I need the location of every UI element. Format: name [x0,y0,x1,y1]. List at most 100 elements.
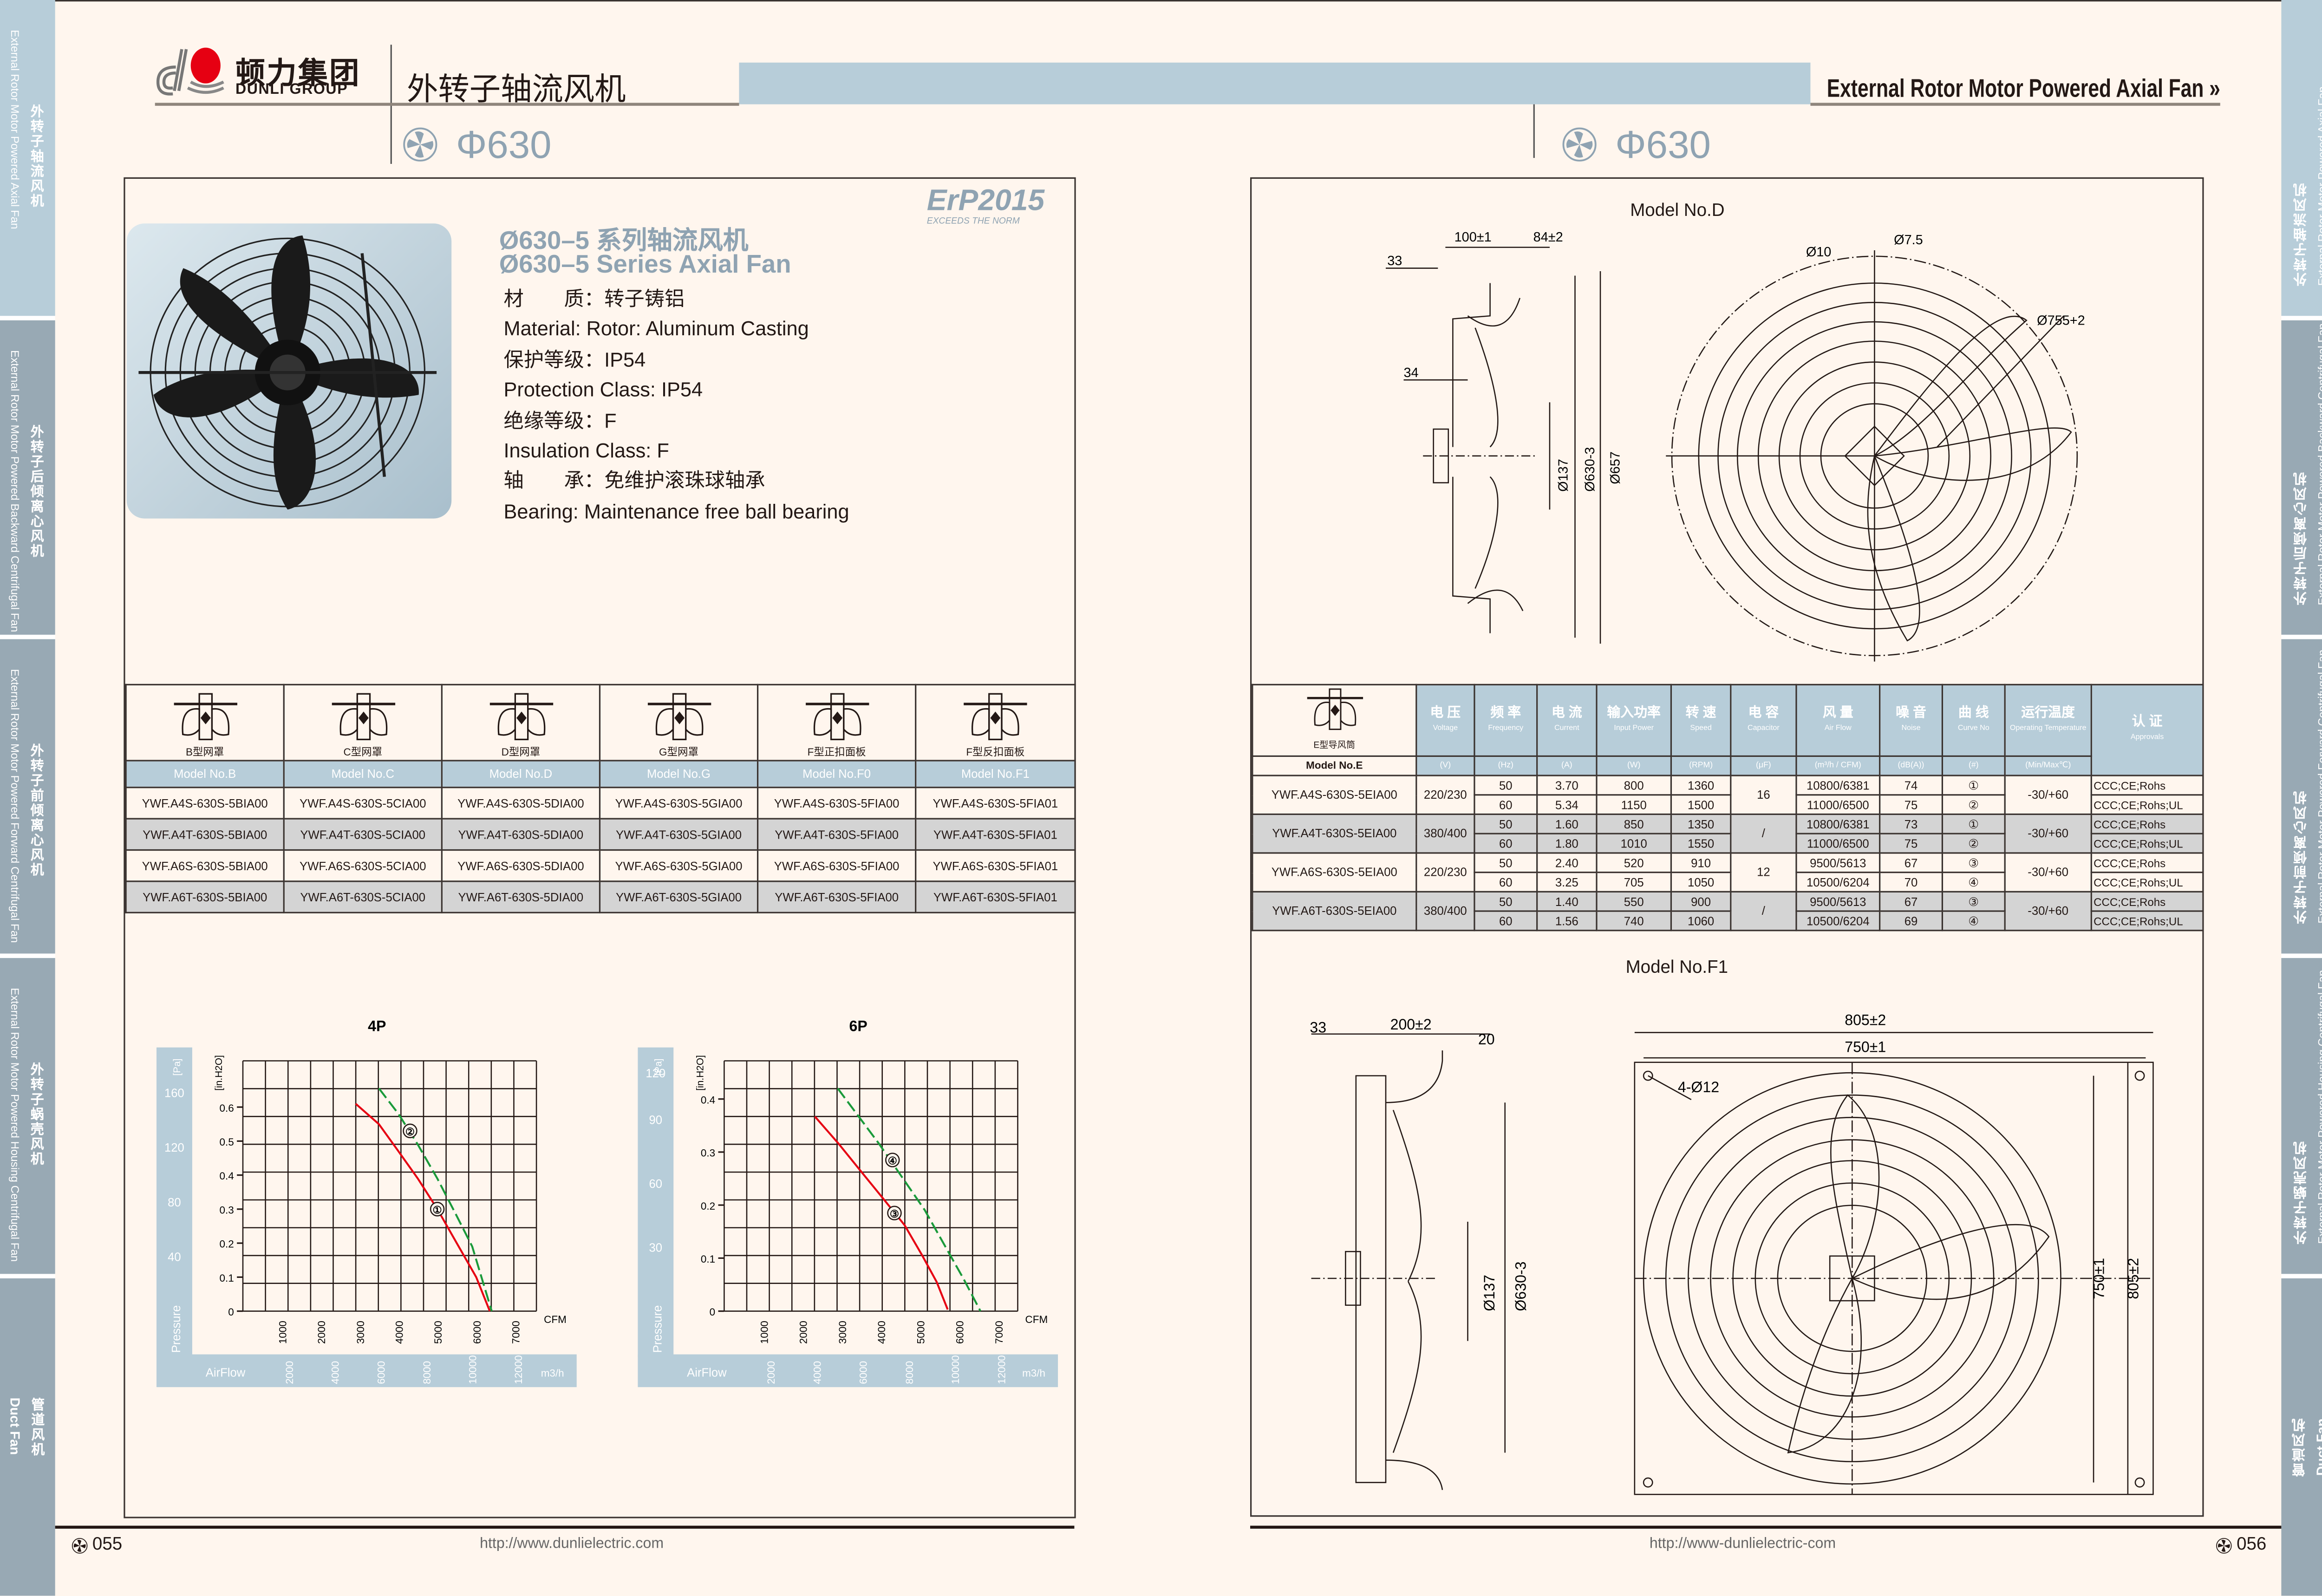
tab-label-cn: 外转子前倾离心风机 [29,743,44,878]
model-cell: YWF.A6S-630S-5EIA00 [1252,852,1417,892]
m3h-tick-label: 2000 [765,1361,777,1384]
m3h-tick-label: 10000 [467,1355,478,1384]
curve-cell: ① [1941,813,2006,834]
website-link-left[interactable]: http://www.dunlielectric.com [480,1536,664,1553]
sidebar-tab-housing-centrifugal[interactable]: External Rotor Motor Powered Housing Cen… [2281,958,2322,1274]
y-tick-label: 0.1 [220,1272,234,1284]
tab-label-en: Duct Fan [2314,1419,2322,1477]
airflow-cell: 9500/5613 [1795,891,1881,912]
dim-33: 33 [1310,1019,1326,1036]
frequency-cell: 50 [1474,852,1538,873]
column-unit: (#) [1941,755,2006,776]
sidebar-tab-housing-centrifugal[interactable]: External Rotor Motor Powered Housing Cen… [0,958,55,1274]
model-cell: YWF.A4S-630S-5EIA00 [1252,775,1417,815]
airflow-cell: 10500/6204 [1795,910,1881,932]
approvals-cell: CCC;CE;Rohs;UL [2090,833,2204,854]
x-tick-label: 4000 [394,1321,405,1344]
variant-label: D型网罩 [501,748,541,759]
m3h-tick-label: 12000 [513,1355,524,1384]
model-number-cell: YWF.A4S-630S-5FIA01 [915,787,1076,820]
sidebar-tab-backward-centrifugal[interactable]: External Rotor Motor Powered Backward Ce… [2281,320,2322,635]
speed-cell: 1500 [1670,794,1732,815]
tab-label-cn: 管道风机 [2291,1417,2307,1477]
variant-icon-cell: B型网罩 [125,684,285,762]
airflow-cell: 9500/5613 [1795,852,1881,873]
airflow-label: AirFlow [206,1367,246,1380]
current-cell: 1.56 [1536,910,1598,932]
column-unit: (Min/Max℃) [2004,755,2092,776]
spec-material-en: Material: Rotor: Aluminum Casting [503,318,809,340]
dim-200: 200±2 [1390,1016,1432,1033]
page-number-left: 055 [92,1533,123,1554]
erp-badge-sub: EXCEEDS THE NORM [926,217,1020,227]
page-number-right: 056 [2237,1533,2267,1554]
voltage-cell: 220/230 [1415,775,1475,815]
variant-icon-cell: D型网罩 [441,684,601,762]
pressure-axis-band [638,1047,674,1358]
power-cell: 740 [1596,910,1672,932]
drawing-f1-title: Model No.F1 [1625,956,1728,977]
spec-protection-en: Protection Class: IP54 [503,378,703,401]
x-tick-label: 5000 [432,1321,444,1344]
temperature-cell: -30/+60 [2004,852,2092,892]
tab-label-en: External Rotor Motor Powered Backward Ce… [8,350,22,632]
dim-630: Ø630-3 [1583,447,1598,492]
model-cell: YWF.A6T-630S-5EIA00 [1252,891,1417,932]
sidebar-tab-backward-centrifugal[interactable]: External Rotor Motor Powered Backward Ce… [0,320,55,635]
sidebar-tab-duct-fan[interactable]: Duct Fan 管道风机 [2281,1278,2322,1596]
sidebar-tab-forward-centrifugal[interactable]: External Rotor Motor Powered Forward Cen… [0,639,55,954]
tab-label-cn: 外转子后倾离心风机 [2292,470,2308,605]
x-tick-label: 1000 [277,1321,288,1344]
column-header-en: Speed [1690,723,1712,733]
curve-label: ④ [888,1155,897,1167]
approvals-cell: CCC;CE;Rohs;UL [2090,794,2204,815]
approvals-cell: CCC;CE;Rohs [2090,775,2204,796]
spec-bearing-en: Bearing: Maintenance free ball bearing [503,500,849,523]
variant-label: C型网罩 [343,748,383,759]
current-cell: 1.60 [1536,813,1598,834]
current-cell: 1.80 [1536,833,1598,854]
airflow-unit: m3/h [1022,1368,1045,1379]
voltage-cell: 380/400 [1415,891,1475,932]
current-cell: 5.34 [1536,794,1598,815]
spec-material-cn: 材 质：转子铸铝 [503,287,685,310]
fan-icon [402,127,438,163]
airflow-cell: 10500/6204 [1795,872,1881,892]
model-number-cell: YWF.A4T-630S-5BIA00 [125,818,285,851]
series-title-en: Ø630–5 Series Axial Fan [499,250,791,279]
model-number-cell: YWF.A6T-630S-5CIA00 [283,880,443,913]
top-border [55,0,2282,2]
model-number-cell: YWF.A6T-630S-5FIA00 [757,880,917,913]
curve-cell: ① [1941,775,2006,796]
model-number-cell: YWF.A6T-630S-5BIA00 [125,880,285,913]
pa-tick-label: 90 [649,1114,663,1127]
x-tick-label: 6000 [471,1321,483,1344]
noise-cell: 70 [1879,872,1944,892]
variant-header: Model No.F1 [915,760,1076,788]
column-header-cn: 曲 线 [1958,704,1989,719]
curve-marker [887,1205,902,1221]
frequency-cell: 60 [1474,872,1538,892]
website-link-right[interactable]: http://www-dunlielectric-com [1649,1536,1836,1553]
dim-805-width: 805±2 [1845,1012,1886,1029]
column-unit: (W) [1596,755,1672,776]
grille-motor-icon [792,691,881,742]
logo-en: DUNLI GROUP [235,82,348,98]
curve-1-line [355,1103,491,1312]
sidebar-tab-forward-centrifugal[interactable]: External Rotor Motor Powered Forward Cen… [2281,639,2322,954]
model-header: Model No.E [1252,755,1417,776]
variant-label: B型网罩 [185,748,224,759]
y-tick-label: 0.3 [701,1147,715,1159]
model-number-cell: YWF.A6S-630S-5FIA00 [757,849,917,882]
noise-cell: 67 [1879,891,1944,912]
m3h-tick-label: 6000 [858,1361,869,1384]
